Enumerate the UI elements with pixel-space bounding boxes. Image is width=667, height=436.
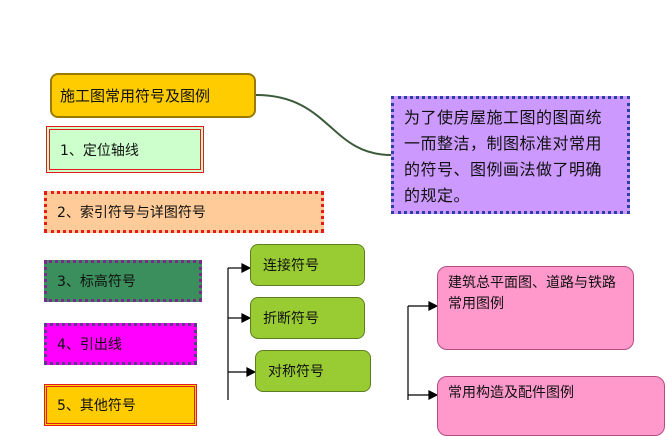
note-text: 为了使房屋施工图的图面统一而整洁，制图标准对常用的符号、图例画法做了明确的规定。 xyxy=(404,108,603,205)
note-box: 为了使房屋施工图的图面统一而整洁，制图标准对常用的符号、图例画法做了明确的规定。 xyxy=(391,96,630,214)
item-axis-label: 1、定位轴线 xyxy=(60,142,139,159)
sub-symmetry-label: 对称符号 xyxy=(268,364,324,380)
legend-site-plan: 建筑总平面图、道路与铁路常用图例 xyxy=(437,266,634,350)
item-index-symbol-label: 2、索引符号与详图符号 xyxy=(57,205,206,221)
sub-break-label: 折断符号 xyxy=(263,311,319,327)
legend-site-plan-label: 建筑总平面图、道路与铁路常用图例 xyxy=(448,275,616,312)
item-axis: 1、定位轴线 xyxy=(46,126,204,173)
legend-arrows xyxy=(407,301,439,400)
item-other-symbols: 5、其他符号 xyxy=(44,384,197,426)
item-elevation-symbol-label: 3、标高符号 xyxy=(57,274,136,290)
title-note-connector xyxy=(255,94,392,156)
title-box: 施工图常用符号及图例 xyxy=(50,73,256,118)
item-index-symbol: 2、索引符号与详图符号 xyxy=(44,191,324,233)
sub-connect-symbol: 连接符号 xyxy=(250,244,365,286)
sub-symbol-arrows xyxy=(227,263,257,400)
item-leader-line: 4、引出线 xyxy=(44,323,197,365)
sub-break-symbol: 折断符号 xyxy=(250,297,365,339)
title-text: 施工图常用符号及图例 xyxy=(60,87,211,105)
sub-connect-label: 连接符号 xyxy=(263,258,319,274)
item-other-symbols-label: 5、其他符号 xyxy=(57,398,136,414)
item-elevation-symbol: 3、标高符号 xyxy=(44,260,202,302)
legend-construction-label: 常用构造及配件图例 xyxy=(448,385,574,401)
legend-construction: 常用构造及配件图例 xyxy=(437,376,665,436)
connector-lines xyxy=(227,94,439,400)
sub-symmetry-symbol: 对称符号 xyxy=(255,350,371,392)
item-leader-line-label: 4、引出线 xyxy=(57,337,122,353)
